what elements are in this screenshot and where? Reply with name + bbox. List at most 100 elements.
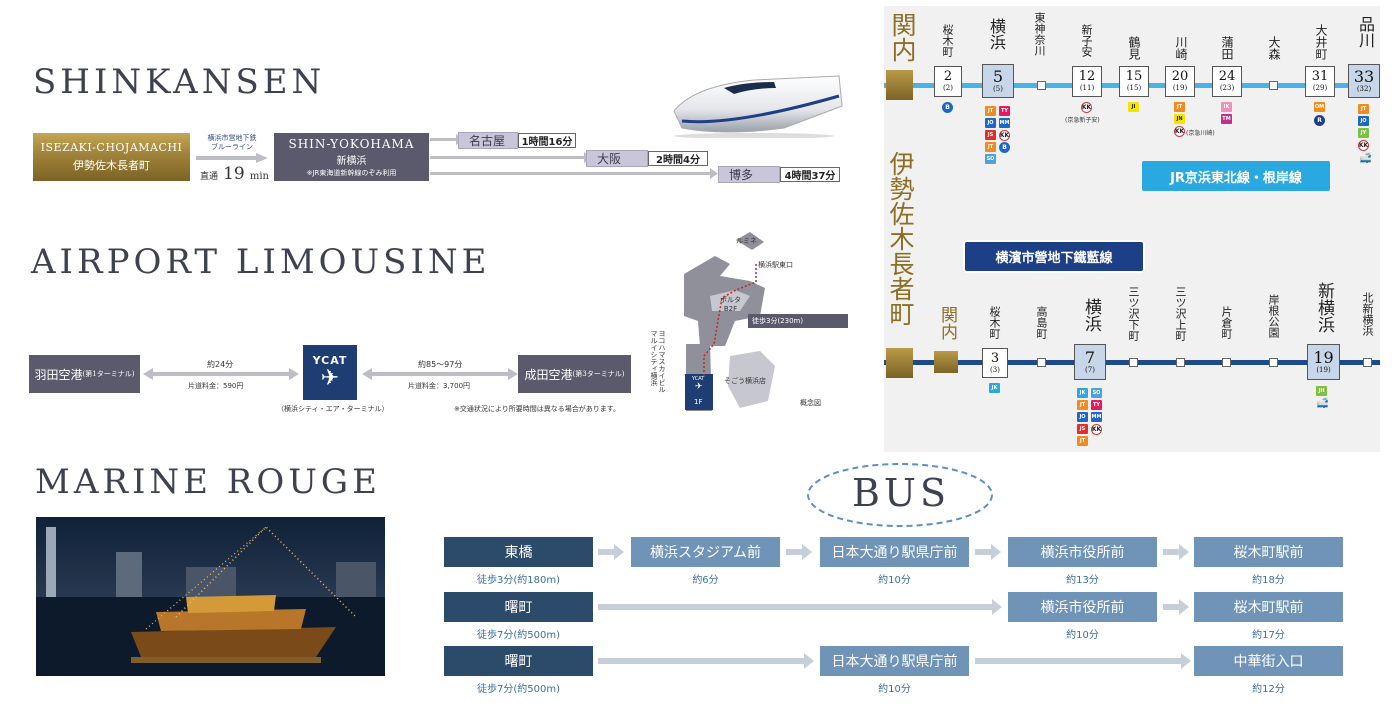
origin-station-box: ISEZAKI-CHOJAMACHI 伊勢佐木長者町 [33, 133, 190, 181]
badge-jt-shinagawa: JT [1358, 104, 1369, 114]
top-station-yokohama-num: 5(5) [982, 64, 1014, 98]
num: 2 [943, 69, 953, 84]
top-station-omori: 大森 [1267, 36, 1281, 60]
limousine-heading: AIRPORT LIMOUSINE [31, 242, 491, 282]
num: 7 [1084, 348, 1096, 367]
rail-map: 関内 伊勢佐木長者町 JR京浜東北線・根岸線 横濱市營地下鐵藍線 桜木町 2(2… [884, 6, 1380, 452]
origin-jp: 伊勢佐木長者町 [73, 159, 150, 172]
num: 5 [992, 67, 1004, 86]
dest-hakata-time: 4時間37分 [780, 167, 840, 182]
top-station-omori-dot [1269, 81, 1278, 90]
bus-row2-stop-2-sub: 約17分 [1252, 630, 1285, 641]
origin-arrow [196, 153, 268, 163]
bus-row3-stop-1: 日本大通り駅県庁前 [820, 646, 969, 676]
ycat-box: YCAT ✈ [303, 345, 357, 400]
bus-row1-start: 東橋 [444, 537, 593, 567]
sub: (2) [943, 84, 953, 92]
jr-line-label: JR京浜東北線・根岸線 [1142, 161, 1330, 191]
badge-b: B [942, 102, 953, 113]
badge-jt-kawasaki: JT [1174, 102, 1185, 112]
sub: (32) [1356, 85, 1372, 93]
badge-jk: JK [989, 383, 1000, 393]
map-walk-time: 徒歩3分(230m) [752, 317, 804, 325]
bottom-station-takashimacho-dot [1037, 358, 1046, 367]
top-station-shinkoyasu: 新子安 [1080, 24, 1093, 57]
badge-jo-yokohama: JO [1077, 412, 1088, 422]
badge-jo: JO [985, 118, 996, 128]
num: 3 [990, 350, 1000, 366]
sub: (19) [1316, 366, 1331, 374]
num: 31 [1311, 69, 1329, 84]
map-ycat-label: YCAT [692, 376, 705, 382]
ycat-caption: （横浜シティ・エア・ターミナル） [277, 405, 389, 413]
badge-ik: IK [1221, 102, 1232, 112]
subway-line-label: 横浜市営地下鉄 ブルーライン [196, 134, 268, 152]
bus-row2-start: 曙町 [444, 592, 593, 622]
sub: (5) [993, 85, 1003, 93]
bus-row2-stop-1-sub: 約10分 [1066, 630, 1099, 641]
bus-row3-arrow-2 [975, 653, 1191, 669]
bus-row3-arrow-1 [598, 653, 814, 669]
top-station-shinagawa: 品川 [1356, 16, 1375, 48]
marine-heading: MARINE ROUGE [35, 462, 381, 502]
bus-heading-ellipse [807, 463, 993, 527]
origin-en: ISEZAKI-CHOJAMACHI [40, 141, 183, 154]
top-station-sakuragicho: 桜木町 [941, 24, 954, 57]
ycat-map: ルミネ 横浜駅東口 ポルタ B2F 徒歩3分(230m) ヨコハマスカイビル マ… [640, 226, 850, 416]
bus-row1-stop-2-sub: 約10分 [878, 575, 911, 586]
bottom-station-yokohama: 横浜 [1081, 298, 1101, 332]
bus-row3-start-sub: 徒歩7分(約500m) [477, 684, 560, 695]
bottom-station-kannai-marker [934, 351, 958, 373]
top-station-kamata-num: 24(23) [1212, 66, 1242, 97]
bus-row1-stop-4: 桜木町駅前 [1194, 537, 1343, 567]
top-station-higashikanagawa: 東神奈川 [1033, 12, 1046, 56]
dest-nagoya: 名古屋 [458, 132, 518, 149]
bus-row1-stop-1-sub: 約6分 [692, 575, 719, 586]
badge-tm: TM [1221, 114, 1232, 124]
subway-line-name: 横浜市営地下鉄 [207, 134, 257, 142]
bus-heading: BUS [852, 471, 950, 515]
direct-label: 直通 [200, 172, 219, 182]
map-airplane-icon: ✈ [695, 382, 703, 392]
badge-jy: JY [1358, 128, 1369, 138]
bus-row2-arrow-2 [1163, 599, 1189, 615]
bottom-station-shinyokohama: 新横浜 [1314, 282, 1334, 333]
narita-terminal: (第3ターミナル) [572, 370, 625, 378]
num: 33 [1353, 67, 1375, 86]
direct-minutes: 19 [223, 164, 245, 184]
sub: (29) [1312, 84, 1328, 92]
badge-kk-yokohama: KK [1091, 424, 1102, 435]
map-east-exit: 横浜駅東口 [758, 261, 793, 269]
sub: (15) [1126, 84, 1142, 92]
bottom-station-sakuragicho-num: 3(3) [982, 348, 1008, 378]
bottom-station-katakuracho: 片倉町 [1220, 306, 1233, 339]
sub: (3) [990, 365, 1000, 374]
bus-row1-stop-3: 横浜市役所前 [1008, 537, 1157, 567]
sub: (23) [1219, 84, 1235, 92]
top-station-tsurumi: 鶴見 [1127, 36, 1141, 60]
hub-note: ※JR東海道新幹線のぞみ利用 [306, 168, 397, 177]
haneda-fare: 片道料金：590円 [188, 382, 244, 390]
subway-line-label: 横濱市營地下鐵藍線 [965, 242, 1143, 271]
sub: (19) [1172, 84, 1188, 92]
top-station-shinagawa-num: 33(32) [1348, 64, 1380, 98]
kannai-top-marker [886, 70, 913, 100]
narita-box: 成田空港 (第3ターミナル) [518, 355, 631, 393]
badge-so: SO [985, 154, 996, 164]
top-station-oimachi-num: 31(29) [1305, 66, 1335, 97]
shin-yokohama-box: SHIN-YOKOHAMA 新横浜 ※JR東海道新幹線のぞみ利用 [274, 133, 429, 181]
haneda-terminal: (第1ターミナル) [82, 370, 135, 378]
bus-row1-stop-2: 日本大通り駅県庁前 [820, 537, 969, 567]
num: 15 [1125, 69, 1143, 84]
badge-ji: JI [1128, 102, 1139, 112]
dest-nagoya-time: 1時間16分 [518, 133, 576, 148]
isezaki-marker [886, 348, 913, 378]
narita-arrow [362, 368, 518, 380]
bottom-station-kannai: 関内 [937, 306, 957, 340]
num: 19 [1313, 348, 1334, 367]
shinkansen-icon: 🚅 [1359, 153, 1372, 164]
direct-time: 直通 19 min [200, 164, 269, 184]
badge-ty-yokohama: TY [1091, 400, 1102, 410]
badge-jh: JH [1316, 386, 1327, 396]
bus-row1-arrow-3 [975, 544, 1001, 560]
